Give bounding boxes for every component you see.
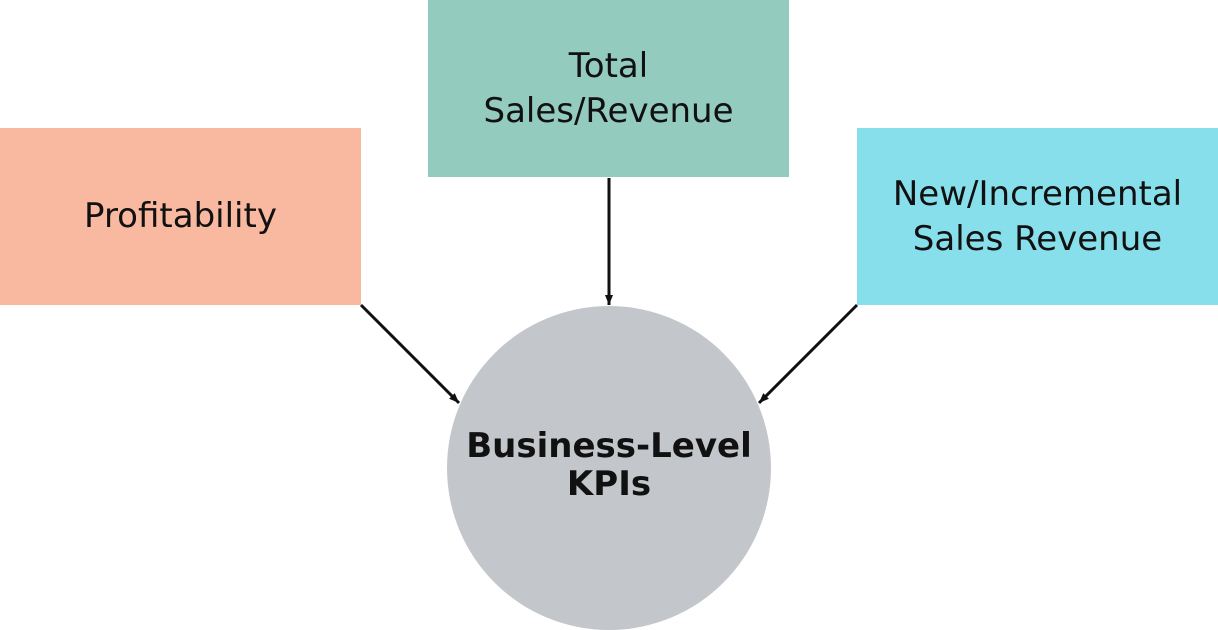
arrow-new-sales-to-kpis <box>757 303 859 405</box>
business-level-kpis-label-line-2: KPIs <box>566 464 652 504</box>
new-incremental-sales-revenue-box: New/Incremental Sales Revenue <box>857 128 1218 305</box>
profitability-label-line-1: Profitability <box>84 196 277 236</box>
total-sales-revenue-label-line-1: Total <box>568 45 649 86</box>
total-sales-revenue-label: Total Sales/Revenue <box>483 44 733 134</box>
profitability-box: Profitability <box>0 128 361 305</box>
business-level-kpis-circle: Business-Level KPIs <box>447 306 771 630</box>
arrow-profitability-to-kpis <box>359 303 461 405</box>
total-sales-revenue-box: Total Sales/Revenue <box>428 0 789 177</box>
profitability-label: Profitability <box>84 194 277 239</box>
new-incremental-sales-revenue-label-line-1: New/Incremental <box>892 173 1183 214</box>
business-level-kpis-label: Business-Level KPIs <box>466 426 751 506</box>
new-incremental-sales-revenue-label: New/Incremental Sales Revenue <box>893 172 1182 262</box>
new-incremental-sales-revenue-label-line-2: Sales Revenue <box>912 218 1163 259</box>
total-sales-revenue-label-line-2: Sales/Revenue <box>483 90 734 131</box>
business-level-kpis-label-line-1: Business-Level <box>466 426 752 466</box>
